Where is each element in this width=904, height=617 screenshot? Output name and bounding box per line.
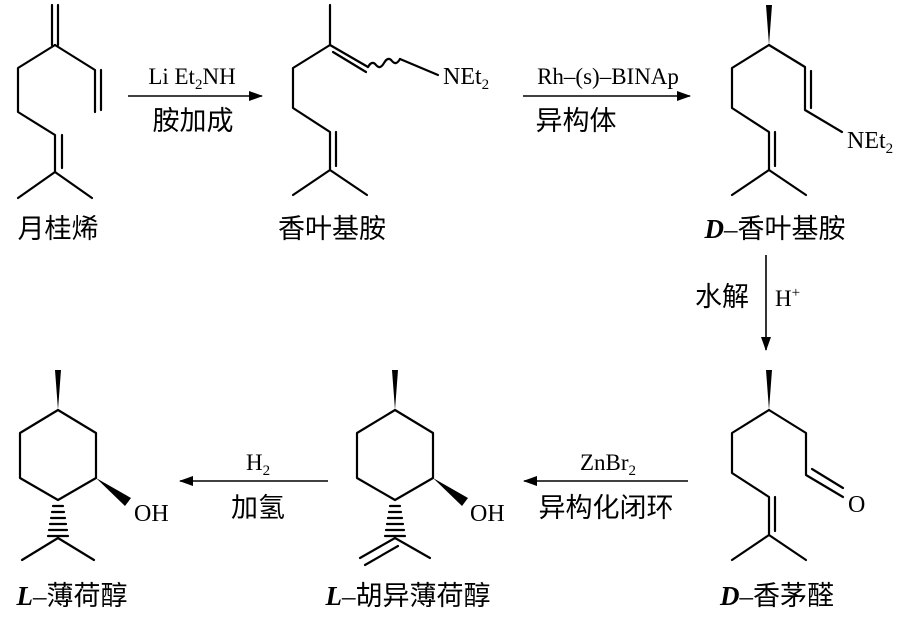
d-geranylamine-net2-label: NEt2 bbox=[847, 128, 893, 157]
reagent-znbr2: ZnBr2 bbox=[580, 450, 636, 479]
reagent-h-plus: H+ bbox=[775, 285, 800, 311]
reagent-li-et2nh: Li Et2NH bbox=[148, 64, 235, 93]
d-citronellal-label: D–香茅醛 bbox=[719, 581, 834, 611]
d-citronellal-structure bbox=[730, 370, 845, 562]
geranylamine-label: 香叶基胺 bbox=[278, 214, 386, 244]
condition-isomerization: 异构体 bbox=[536, 106, 617, 136]
condition-hydrogenation: 加氢 bbox=[231, 493, 285, 523]
l-menthol-oh-label: OH bbox=[134, 501, 169, 527]
condition-hydrolysis: 水解 bbox=[695, 282, 749, 312]
reagent-h2: H2 bbox=[246, 450, 270, 479]
condition-amine-addition: 胺加成 bbox=[153, 106, 234, 136]
d-geranylamine-structure bbox=[730, 5, 844, 197]
l-isopulegol-oh-label: OH bbox=[470, 501, 505, 527]
myrcene-label: 月桂烯 bbox=[18, 214, 99, 244]
d-geranylamine-label: D–香叶基胺 bbox=[704, 214, 846, 244]
geranylamine-net2-label: NEt2 bbox=[443, 64, 489, 93]
condition-cyclization: 异构化闭环 bbox=[539, 493, 674, 523]
myrcene-structure bbox=[16, 3, 103, 200]
l-isopulegol-structure bbox=[355, 370, 468, 567]
geranylamine-structure bbox=[291, 3, 440, 197]
l-isopulegol-label: L–胡异薄荷醇 bbox=[325, 581, 491, 611]
l-menthol-label: L–薄荷醇 bbox=[16, 581, 128, 611]
l-menthol-structure bbox=[18, 370, 131, 562]
d-citronellal-oxygen-label: O bbox=[848, 492, 865, 518]
reagent-rh-binap: Rh–(s)–BINAp bbox=[537, 64, 679, 89]
